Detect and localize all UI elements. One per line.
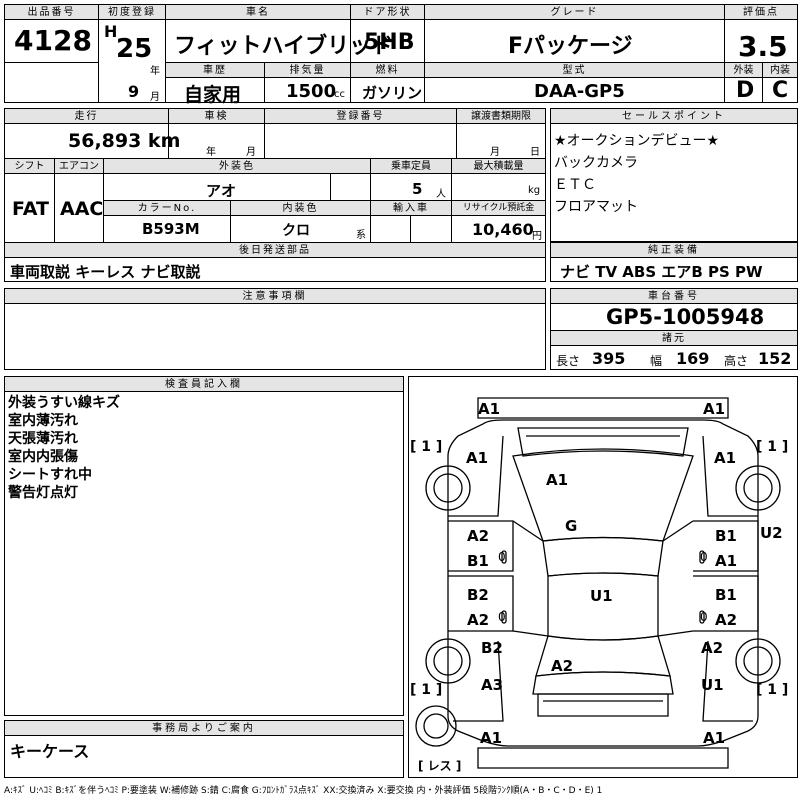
damage-mark: A3: [481, 676, 504, 694]
ac-value: AAC: [60, 198, 104, 220]
ext-grade: D: [736, 78, 755, 103]
damage-mark: A2: [467, 527, 490, 545]
doors-label: ドア形状: [350, 4, 425, 20]
grade-label: グレード: [424, 4, 725, 20]
length-value: 395: [592, 349, 626, 368]
reg-year: 25: [116, 34, 153, 64]
first-reg-label: 初度登録: [98, 4, 166, 20]
office-note: キーケース: [10, 742, 90, 761]
tire-mark: [ 1 ]: [756, 439, 789, 455]
legend: A:ｷｽﾞ U:ﾍｺﾐ B:ｷｽﾞを伴うﾍｺﾐ P:要塗装 W:補修跡 S:錆 …: [4, 786, 603, 796]
damage-mark: G: [565, 517, 578, 535]
model-name: フィットハイブリッド: [174, 34, 394, 59]
equipment-value: ナビ TV ABS エアB PS PW: [560, 263, 763, 281]
inspector-list: 外装うすい線キズ 室内薄汚れ 天張薄汚れ 室内内張傷 シートすれ中 警告灯点灯: [8, 395, 120, 501]
small-mark: 0: [700, 610, 708, 624]
damage-mark: A2: [551, 657, 574, 675]
tire-mark: [ 1 ]: [756, 682, 789, 698]
mileage-value: 56,893 km: [68, 130, 181, 152]
era: H: [104, 22, 118, 41]
color-no: B593M: [142, 220, 200, 238]
car-diagram: [415, 397, 781, 769]
damage-mark: A2: [715, 611, 738, 629]
damage-mark: B1: [715, 527, 737, 545]
color-value: アオ: [206, 182, 237, 200]
damage-mark: A1: [478, 400, 501, 418]
width-value: 169: [676, 349, 710, 368]
damage-mark: A1: [703, 729, 726, 747]
damage-mark: A1: [714, 449, 737, 467]
damage-mark: A1: [466, 449, 489, 467]
inspector-box: 検査員記入欄: [4, 376, 404, 716]
tire-mark: [ 1 ]: [410, 439, 443, 455]
small-mark: 0: [498, 550, 506, 564]
reg-month: 9: [128, 82, 140, 101]
small-mark: 0: [498, 610, 506, 624]
small-mark: 0: [700, 550, 708, 564]
height-value: 152: [758, 349, 792, 368]
sales-point-list: ★オークションデビュー★ バックカメラ ＥＴＣ フロアマット: [554, 133, 720, 215]
damage-mark: A1: [715, 552, 738, 570]
lot-label: 出品番号: [4, 4, 99, 20]
int-grade: C: [772, 78, 789, 103]
doors-value: 5HB: [364, 30, 415, 55]
notes-box: 注意事項欄: [4, 288, 546, 370]
type-value: DAA-GP5: [534, 81, 625, 102]
grade-value: Fパッケージ: [508, 34, 633, 59]
sales-point-box: セールスポイント: [550, 108, 798, 242]
damage-mark: B1: [467, 552, 489, 570]
damage-mark: A2: [701, 639, 724, 657]
shift-value: FAT: [12, 198, 49, 220]
recycle-value: 10,460: [472, 220, 534, 239]
tire-mark: [ 1 ]: [410, 682, 443, 698]
chassis-number: GP5-1005948: [606, 305, 765, 329]
fuel-value: ガソリン: [362, 84, 423, 102]
damage-mark: B2: [481, 639, 503, 657]
damage-mark: A1: [480, 729, 503, 747]
equipment-box: 純正装備: [550, 242, 798, 282]
chassis-box: 車台番号: [550, 288, 798, 370]
score-label: 評価点: [724, 4, 798, 20]
int-color: クロ: [282, 223, 310, 239]
damage-mark: U2: [760, 524, 783, 542]
damage-mark: B2: [467, 586, 489, 604]
damage-mark: A1: [703, 400, 726, 418]
damage-mark: U1: [590, 587, 613, 605]
tire-mark: [ レス ]: [418, 759, 462, 773]
score-value: 3.5: [738, 30, 788, 63]
office-box: 事務局よりご案内: [4, 720, 404, 778]
damage-mark: A1: [546, 471, 569, 489]
lot-number: 4128: [14, 24, 92, 57]
damage-mark: U1: [701, 676, 724, 694]
damage-mark: B1: [715, 586, 737, 604]
damage-mark: A2: [467, 611, 490, 629]
history-value: 自家用: [184, 84, 242, 106]
damage-diagram-box: [408, 376, 798, 778]
model-label: 車名: [165, 4, 351, 20]
capacity-value: 5: [412, 180, 423, 198]
displacement: 1500: [286, 81, 337, 102]
later-parts: 車両取説 キーレス ナビ取説: [10, 263, 201, 281]
